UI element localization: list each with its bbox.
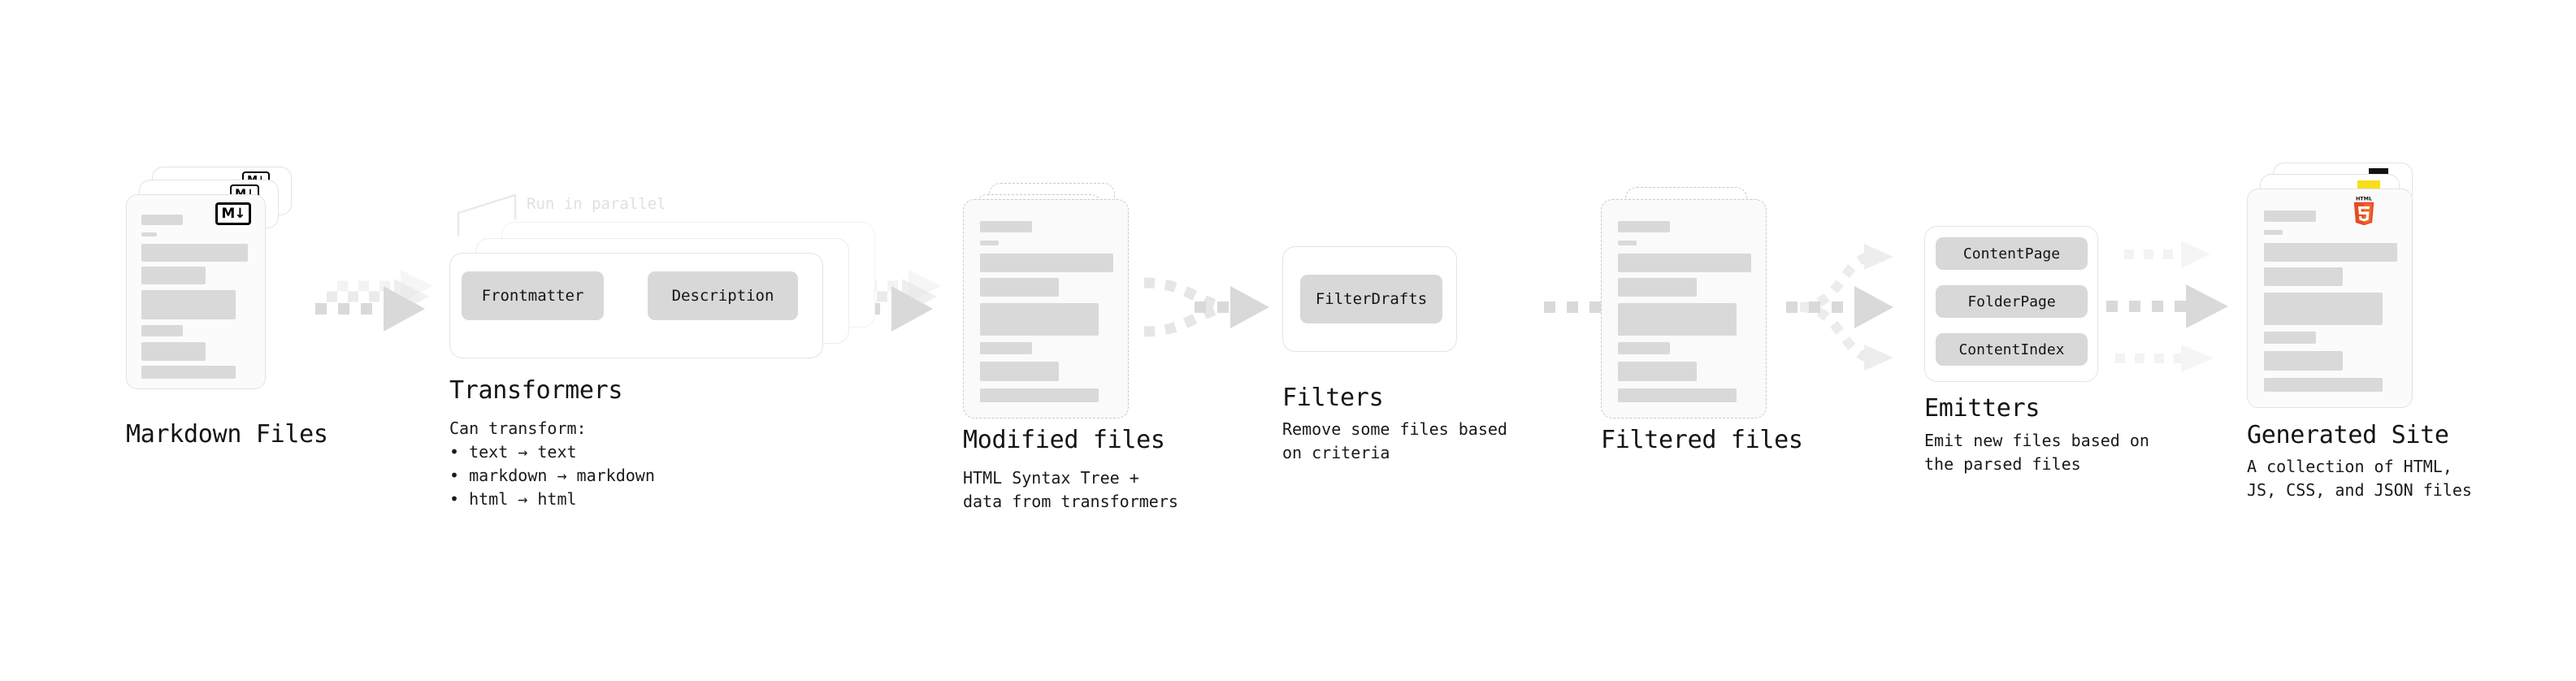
doc-line	[2264, 210, 2316, 222]
filter-plugin-filterdrafts[interactable]: FilterDrafts	[1300, 275, 1442, 323]
arrow-emitters-to-site	[2106, 241, 2228, 372]
filtered-card-front	[1601, 199, 1767, 419]
label-filters: Filters	[1282, 384, 1384, 412]
doc-line	[1618, 362, 1697, 381]
site-card-front	[2247, 189, 2413, 408]
doc-line	[2264, 332, 2316, 344]
desc-generated-site: A collection of HTML, JS, CSS, and JSON …	[2247, 457, 2472, 500]
desc-modified-files: HTML Syntax Tree + data from transformer…	[963, 468, 1178, 511]
markdown-card-front	[126, 194, 266, 389]
transformer-plugin-frontmatter[interactable]: Frontmatter	[462, 271, 604, 320]
emitter-plugin-folderpage[interactable]: FolderPage	[1936, 285, 2088, 318]
label-generated-site: Generated Site	[2247, 421, 2449, 449]
filter-plugin-filterdrafts-label: FilterDrafts	[1315, 290, 1428, 308]
doc-line	[980, 278, 1059, 297]
doc-line	[1618, 388, 1737, 402]
emitter-plugin-contentindex-label: ContentIndex	[1958, 340, 2065, 358]
doc-line	[1618, 241, 1637, 245]
modified-card-front	[963, 199, 1129, 419]
doc-line	[2264, 230, 2283, 235]
doc-line	[980, 342, 1032, 354]
doc-line	[980, 241, 999, 245]
label-modified-files: Modified files	[963, 426, 1165, 454]
doc-line	[2264, 293, 2383, 325]
doc-line	[980, 221, 1032, 232]
arrow-markdown-to-transformers	[315, 270, 433, 332]
html5-icon: HTML	[2350, 196, 2378, 229]
arrow-filtered-to-emitters	[1786, 244, 1893, 371]
doc-line	[141, 244, 248, 262]
doc-line	[141, 342, 206, 361]
label-run-in-parallel: Run in parallel	[527, 195, 666, 213]
doc-line	[2264, 267, 2343, 286]
doc-line	[141, 215, 183, 225]
svg-text:HTML: HTML	[2356, 197, 2372, 202]
doc-line	[141, 267, 206, 284]
doc-line	[980, 362, 1059, 381]
label-filtered-files: Filtered files	[1601, 426, 1803, 454]
doc-line	[1618, 342, 1670, 354]
doc-line	[2264, 351, 2343, 371]
markdown-icon: M↓	[215, 202, 251, 225]
doc-line	[2264, 378, 2383, 392]
emitter-plugin-folderpage-label: FolderPage	[1967, 293, 2056, 310]
doc-line	[2264, 243, 2397, 262]
label-transformers: Transformers	[449, 376, 623, 405]
label-markdown-files: Markdown Files	[126, 420, 328, 449]
transformer-plugin-description[interactable]: Description	[648, 271, 798, 320]
doc-line	[980, 254, 1113, 272]
doc-line	[980, 303, 1099, 336]
desc-emitters: Emit new files based on the parsed files	[1924, 431, 2149, 474]
transformer-plugin-frontmatter-label: Frontmatter	[481, 287, 584, 305]
doc-line	[1618, 221, 1670, 232]
doc-line	[1618, 254, 1751, 272]
transformer-plugin-description-label: Description	[671, 287, 774, 305]
emitter-plugin-contentpage-label: ContentPage	[1962, 245, 2061, 262]
doc-line	[141, 325, 183, 336]
emitter-plugin-contentpage[interactable]: ContentPage	[1936, 237, 2088, 270]
label-emitters: Emitters	[1924, 394, 2040, 423]
doc-line	[141, 290, 236, 319]
doc-line	[141, 366, 236, 379]
desc-filters: Remove some files based on criteria	[1282, 419, 1507, 462]
arrow-modified-to-filters	[1143, 277, 1269, 337]
doc-line	[1618, 278, 1697, 297]
doc-line	[1618, 303, 1737, 336]
doc-line	[980, 388, 1099, 402]
desc-transformers: Can transform: • text → text • markdown …	[449, 419, 655, 509]
emitter-plugin-contentindex[interactable]: ContentIndex	[1936, 333, 2088, 366]
doc-line	[141, 232, 157, 236]
